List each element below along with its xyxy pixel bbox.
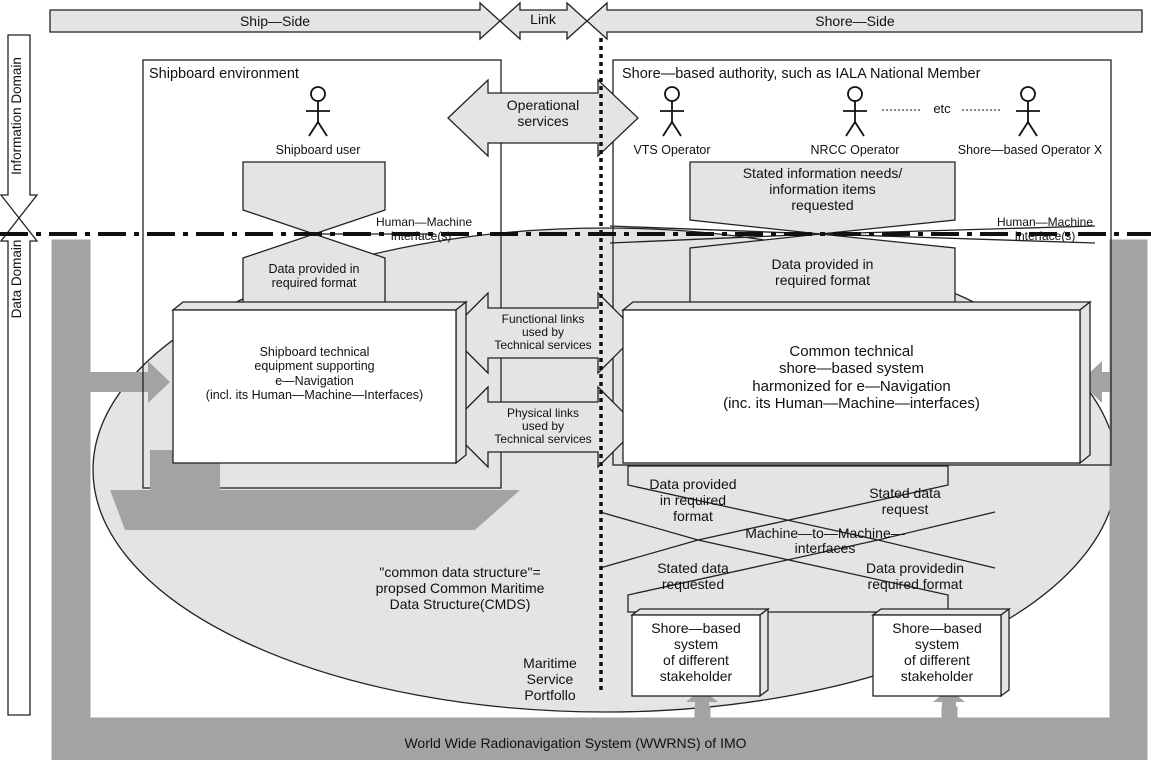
nrcc-operator-icon <box>843 86 867 137</box>
m2m-interfaces-label: Machine—to—Machine— interfaces <box>745 525 905 556</box>
functional-links-label: Functional links used by Technical servi… <box>494 312 592 352</box>
nrcc-operator-label: NRCC Operator <box>810 143 900 157</box>
m2m-stated-requested-label: Stated data requested <box>657 560 729 593</box>
etc-label: etc <box>933 101 951 116</box>
stakeholder-system-label-2: Shore—based system of different stakehol… <box>892 620 982 685</box>
data-domain-label: Data Domain <box>9 239 24 319</box>
shore-operator-x-label: Shore—based Operator X <box>957 143 1103 157</box>
vts-operator-label: VTS Operator <box>633 143 711 157</box>
maritime-service-portfolio-label: Maritime Service Portfollo <box>523 655 577 704</box>
cmds-label: "common data structure"= propsed Common … <box>375 564 545 613</box>
wwrns-stakeholder-arrow-2 <box>933 689 965 708</box>
shipboard-equipment-box <box>172 309 457 464</box>
stated-needs-label: Stated information needs/ information it… <box>742 165 903 214</box>
information-domain-arrow <box>0 34 39 220</box>
data-domain-arrow <box>0 216 39 716</box>
stakeholder-system-label-1: Shore—based system of different stakehol… <box>651 620 741 685</box>
ship-side-label: Ship—Side <box>239 13 311 29</box>
wwrns-label: World Wide Radionavigation System (WWRNS… <box>404 735 747 751</box>
wwrns-left-arrow <box>90 361 170 403</box>
m2m-data-providedin-label: Data providedin required format <box>865 560 965 593</box>
operational-services-label: Operational services <box>506 97 580 130</box>
physical-links-label: Physical links used by Technical service… <box>494 406 592 446</box>
information-domain-label: Information Domain <box>9 57 24 175</box>
vts-operator-icon <box>660 86 684 137</box>
operational-services-arrow <box>447 78 639 158</box>
ship-hmi-label: Human—Machine Interface(s) <box>376 215 473 243</box>
stakeholder-system-box-1 <box>631 614 761 697</box>
shipboard-equipment-label: Shipboard technical equipment supporting… <box>205 345 424 403</box>
shipboard-user-label: Shipboard user <box>275 143 361 157</box>
shore-operator-x-icon <box>1016 86 1040 137</box>
stakeholder-system-box-2 <box>872 614 1002 697</box>
wwrns-right-arrow <box>1080 361 1110 403</box>
link-label: Link <box>530 11 556 27</box>
wwrns-stakeholder-arrow-1 <box>686 689 718 708</box>
shipboard-environment-label: Shipboard environment <box>149 66 299 82</box>
ship-silhouette <box>110 490 520 530</box>
shore-side-label: Shore—Side <box>815 13 895 29</box>
shore-side-arrow <box>586 1 1143 41</box>
shore-common-system-label: Common technical shore—based system harm… <box>723 343 980 412</box>
shore-authority-box <box>612 59 1112 466</box>
ship-data-provided-label: Data provided in required format <box>268 262 360 291</box>
shore-authority-label: Shore—based authority, such as IALA Nati… <box>622 66 981 82</box>
m2m-data-provided-label: Data provided in required format <box>649 476 737 525</box>
shipboard-environment-box <box>142 59 502 489</box>
shipboard-user-icon <box>306 86 330 137</box>
m2m-stated-request-label: Stated data request <box>869 485 941 518</box>
shore-data-provided-label: Data provided in required format <box>771 256 874 289</box>
ship-side-arrow <box>49 1 501 41</box>
shore-hmi-label: Human—Machine Interface(s) <box>996 215 1094 243</box>
shore-common-system-box <box>622 309 1081 464</box>
